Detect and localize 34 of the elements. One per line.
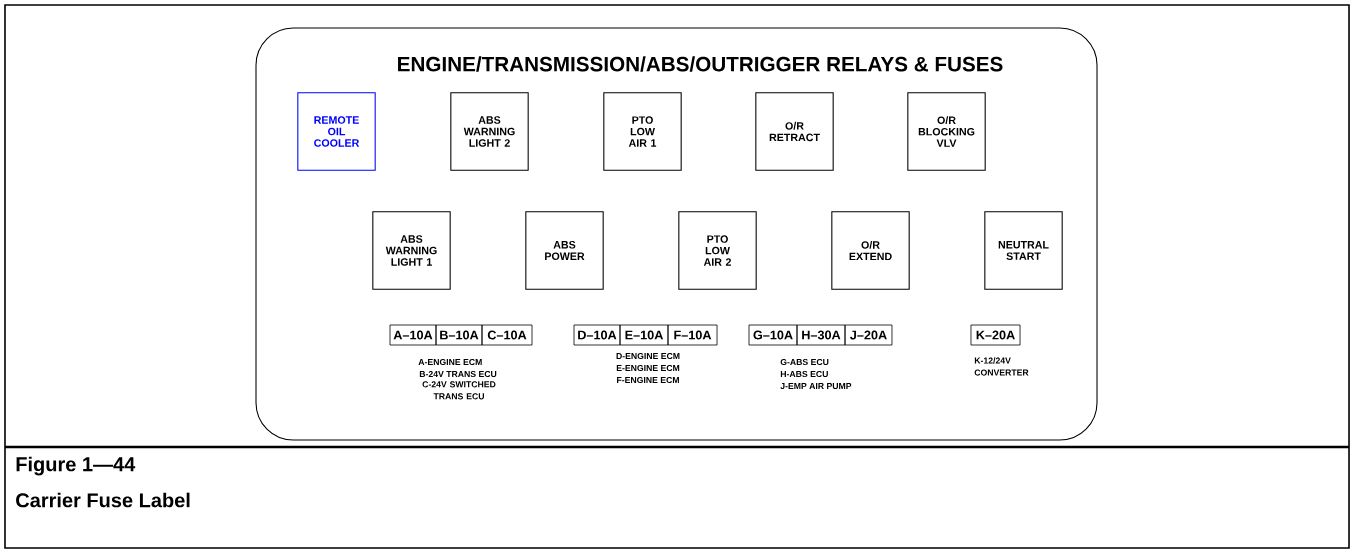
relay-box: NEUTRAL START [984, 211, 1063, 290]
relay-box: O/R RETRACT [755, 92, 834, 171]
relay-box: O/R EXTEND [831, 211, 910, 290]
fuse-description: B-24V TRANS ECU [419, 370, 497, 378]
fuse-description: F-ENGINE ECM [617, 376, 679, 384]
panel-title: ENGINE/TRANSMISSION/ABS/OUTRIGGER RELAYS & FUSES [398, 56, 1003, 72]
fuse-cell: H–30A [796, 324, 846, 346]
relay-box: ABS WARNING LIGHT 1 [372, 211, 451, 290]
fuse-description: D-ENGINE ECM [616, 352, 680, 360]
fuse-cell: B–10A [435, 324, 483, 346]
fuse-description: H-ABS ECU [780, 370, 828, 378]
fuse-cell: F–10A [667, 324, 718, 346]
relay-box: O/R BLOCKING VLV [907, 92, 986, 171]
fuse-description: G-ABS ECU [780, 358, 829, 366]
fuse-cell: G–10A [748, 324, 798, 346]
fuse-description: C-24V SWITCHED TRANS ECU [422, 381, 496, 400]
label-panel [255, 27, 1098, 441]
fuse-cell: K–20A [970, 324, 1021, 346]
relay-box: REMOTE OIL COOLER [297, 92, 376, 171]
fuse-cell: C–10A [481, 324, 533, 346]
relay-box: PTO LOW AIR 1 [603, 92, 682, 171]
fuse-cell: A–10A [389, 324, 437, 346]
fuse-description: A-ENGINE ECM [418, 358, 482, 366]
figure-caption: Figure 1—44 [16, 456, 136, 476]
figure-caption: Carrier Fuse Label [16, 492, 190, 508]
relay-box: ABS POWER [525, 211, 604, 290]
fuse-description: J-EMP AIR PUMP [780, 383, 852, 390]
fuse-description: E-ENGINE ECM [616, 364, 680, 372]
relay-box: ABS WARNING LIGHT 2 [450, 92, 529, 171]
fuse-cell: E–10A [619, 324, 669, 346]
fuse-cell: J–20A [844, 324, 893, 346]
fuse-cell: D–10A [573, 324, 621, 346]
fuse-description: K-12/24V CONVERTER [974, 357, 1029, 376]
relay-box: PTO LOW AIR 2 [678, 211, 757, 290]
